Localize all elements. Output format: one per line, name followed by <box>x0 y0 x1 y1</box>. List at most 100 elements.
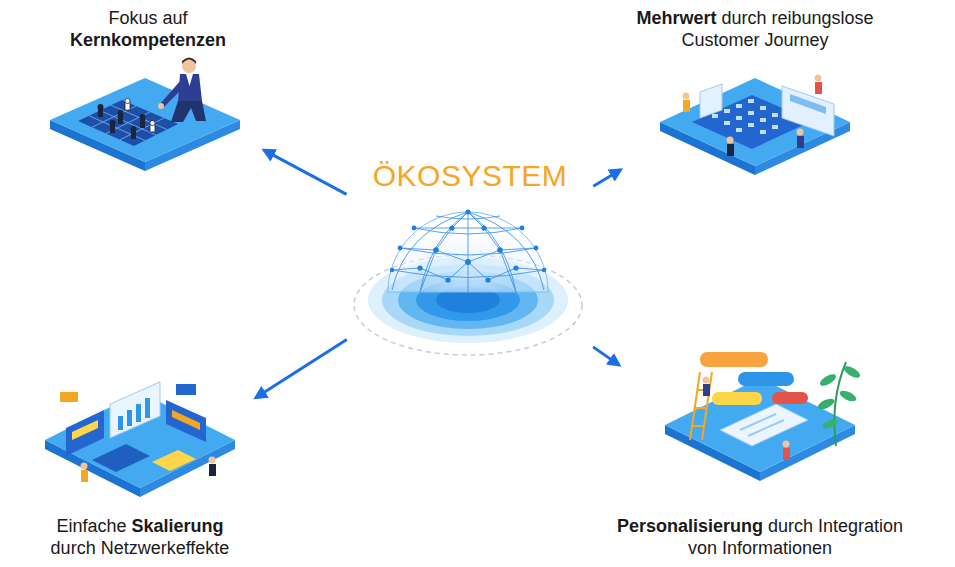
chess-tile-part-part <box>106 112 150 134</box>
personalisation-tile-part-part <box>821 418 838 430</box>
personalisation-tile-part <box>665 378 855 472</box>
scaling-tile-part-part <box>136 404 141 422</box>
arrow-connector <box>593 347 619 365</box>
globe-part-part <box>417 265 422 270</box>
hub-node: ÖKOSYSTEM <box>351 158 589 363</box>
journey-tile-part-part <box>683 100 690 112</box>
globe-part <box>392 212 544 292</box>
personalisation-tile-part <box>712 392 762 405</box>
personalisation-tile-part-part <box>818 372 838 388</box>
personalisation-tile-part-part <box>748 420 784 436</box>
journey-tile-part-part <box>815 82 822 94</box>
personalisation-tile-part <box>720 404 808 446</box>
journey-tile-part <box>790 94 826 114</box>
scaling-tile-part <box>152 450 196 471</box>
journey-tile <box>660 75 850 176</box>
chess-tile-part-part <box>131 126 137 132</box>
journey-tile-part-part <box>736 116 742 120</box>
personalisation-tile <box>665 352 862 481</box>
chess-tile-part-part <box>125 98 130 103</box>
scaling-tile-part <box>45 392 235 488</box>
chess-tile-part <box>186 74 193 86</box>
chess-tile-part <box>182 58 196 65</box>
globe-part-part <box>534 246 539 251</box>
caption-text: Einfache <box>56 516 126 536</box>
chess-tile-part <box>89 105 167 140</box>
journey-tile-part-part <box>772 113 778 117</box>
journey-tile-part-part <box>736 104 742 108</box>
chess-tile-part-part <box>150 120 155 125</box>
caption-text: Skalierung <box>132 516 224 536</box>
caption-text: durch Netzwerkeffekte <box>29 538 252 560</box>
scaling-tile-part <box>81 470 88 482</box>
globe-part-part <box>542 268 546 272</box>
globe-part-part <box>420 250 516 292</box>
caption-text: Fokus auf <box>108 8 187 28</box>
globe-part-part <box>497 247 503 253</box>
journey-tile-part-part <box>727 144 734 156</box>
personalisation-tile-part-part <box>816 397 836 412</box>
personalisation-tile-part-part <box>702 372 712 440</box>
globe-part-part <box>420 212 468 292</box>
globe-part-part <box>485 277 490 282</box>
illustration-node: Mehrwertdurch reibungslose Customer Jour… <box>625 8 885 170</box>
scaling-tile-part-part <box>127 410 132 426</box>
journey-tile-part <box>700 84 722 118</box>
journey-tile-part-part <box>815 75 822 82</box>
journey-tile-part-part <box>797 136 804 148</box>
journey-tile-part <box>683 75 823 157</box>
globe-part-part <box>468 212 469 292</box>
globe-part-part <box>433 247 439 253</box>
chess-tile-part-part <box>110 120 116 126</box>
personalisation-tile-part-part <box>740 414 776 430</box>
chess-tile-part <box>160 80 185 107</box>
personalisation-tile-part <box>740 414 784 436</box>
scaling-tile <box>45 382 235 497</box>
journey-tile-part-part <box>724 121 730 125</box>
arrow-connector <box>264 150 347 194</box>
personalisation-tile-part <box>816 364 862 430</box>
globe-part-part <box>465 259 471 265</box>
personalisation-tile-part <box>834 362 846 446</box>
chess-tile <box>50 58 240 172</box>
journey-tile-part-part <box>760 106 766 110</box>
scaling-tile-part <box>209 457 216 464</box>
chess-tile-part <box>78 100 178 146</box>
scaling-tile-part <box>110 382 160 438</box>
chess-tile-part <box>50 78 240 162</box>
caption-text: Mehrwert <box>636 8 716 28</box>
chess-tile-part-part <box>98 104 104 110</box>
illustration-node: Einfache Skalierungdurch Netzwerkeffekte <box>29 384 252 560</box>
journey-tile-part-part <box>736 128 742 132</box>
journey-tile-part-part <box>748 99 754 103</box>
chess-tile-part-part <box>100 111 156 136</box>
globe-part-part <box>465 209 470 214</box>
globe-part <box>390 209 546 282</box>
scaling-tile-part <box>60 392 78 402</box>
journey-tile-part-part <box>760 118 766 122</box>
personalisation-tile-part <box>703 377 710 384</box>
chess-tile-part-part <box>120 118 164 140</box>
personalisation-tile-part-part <box>690 372 700 440</box>
personalisation-tile-part <box>738 372 794 386</box>
scaling-tile-part-part <box>118 416 123 430</box>
scaling-tile-part <box>81 463 88 470</box>
chess-tile-part <box>171 101 206 122</box>
arrow-connector <box>256 339 347 397</box>
globe-part-part <box>481 225 486 230</box>
connector-layer-part <box>256 150 621 398</box>
globe-part-part <box>398 246 403 251</box>
chess-tile-part <box>98 104 146 139</box>
personalisation-tile-part-part <box>842 364 862 380</box>
globe-part-part <box>445 277 450 282</box>
journey-tile-part-part <box>772 125 778 129</box>
chess-tile-part <box>125 98 155 132</box>
globe-part-part <box>520 226 525 231</box>
personalisation-tile-part-part <box>692 425 704 427</box>
journey-tile-part-part <box>724 109 730 113</box>
journey-tile-part-part <box>683 93 690 100</box>
arrow-connector <box>593 170 620 187</box>
